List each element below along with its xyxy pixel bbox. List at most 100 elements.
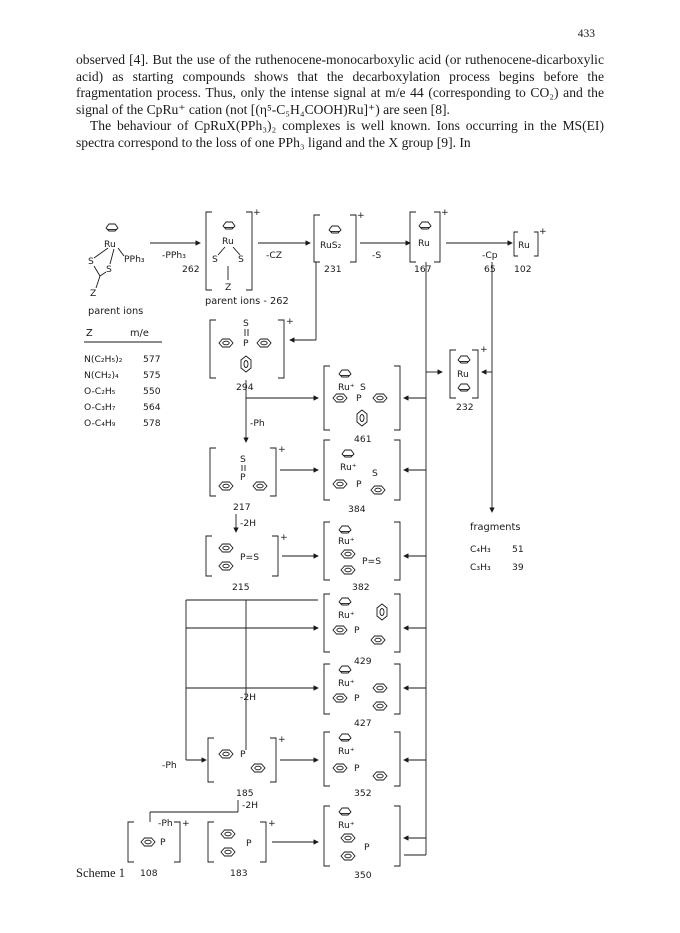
table-row-z: N(CH₂)₄ <box>84 370 119 381</box>
ion-262-z: Z <box>225 282 231 293</box>
ion-167-ru: Ru <box>418 238 430 249</box>
ion-215-ps: P=S <box>240 552 259 563</box>
ion-382-box: Ru⁺ P=S <box>323 521 401 581</box>
mass-102: 102 <box>514 264 532 275</box>
loss-s: -S <box>372 250 381 261</box>
mass-382: 382 <box>352 582 370 593</box>
ion-108-p: P <box>160 837 166 848</box>
ion-294-box: + S P <box>209 316 294 379</box>
ion-215-box: + P=S <box>205 532 288 577</box>
ion-384-s: S <box>372 468 378 479</box>
loss-ph-294: -Ph <box>250 418 265 429</box>
ion-350-ru: Ru⁺ <box>338 820 355 831</box>
ion-185-p: P <box>240 749 246 760</box>
ion-382-ru: Ru⁺ <box>338 536 355 547</box>
ion-183-box: + P <box>207 818 276 863</box>
table-row-z: O-C₃H₇ <box>84 402 116 413</box>
ion-217-p: P <box>240 472 246 483</box>
mass-183: 183 <box>230 868 248 879</box>
ion-461-box: Ru⁺ S P <box>323 365 401 431</box>
scheme-caption: Scheme 1 <box>76 866 125 880</box>
ion-102-ru: Ru <box>518 240 530 251</box>
charge-185: + <box>278 734 286 745</box>
mass-232: 232 <box>456 402 474 413</box>
ion-427-box: Ru⁺ P <box>323 663 401 715</box>
ion-461-s: S <box>360 382 366 393</box>
parent-ions-label: parent ions <box>88 306 143 317</box>
charge-167: + <box>441 207 449 218</box>
mass-352: 352 <box>354 788 372 799</box>
table-row-z: O-C₂H₅ <box>84 386 116 397</box>
ion-429-box: Ru⁺ P <box>323 593 401 653</box>
table-row-z: O-C₄H₉ <box>84 418 116 429</box>
mass-217: 217 <box>233 502 251 513</box>
ion-352-box: Ru⁺ P <box>323 731 401 787</box>
loss-cz: -CZ <box>266 250 282 261</box>
charge-102: + <box>539 226 547 237</box>
table-header-me: m/e <box>130 328 149 339</box>
ion-262-s2: S <box>238 254 244 265</box>
mass-185: 185 <box>236 788 254 799</box>
loss-cp: -Cp <box>482 250 498 261</box>
charge-294: + <box>286 316 294 327</box>
paragraph-2: The behaviour of CpRuX(PPh₃)₂ complexes … <box>76 118 604 150</box>
page-number: 433 <box>577 28 595 40</box>
mass-294: 294 <box>236 382 254 393</box>
ion-262-ru: Ru <box>222 236 234 247</box>
paragraph-1: observed [4]. But the use of the rutheno… <box>76 52 604 117</box>
fragments-title: fragments <box>470 522 520 533</box>
loss-2h-217: -2H <box>240 518 256 529</box>
table-row-z: N(C₂H₅)₂ <box>84 354 123 365</box>
ion-231-box: + RuS₂ <box>313 210 365 263</box>
mass-427: 427 <box>354 718 372 729</box>
ion-294-s: S <box>243 318 249 329</box>
ion-352-ru: Ru⁺ <box>338 746 355 757</box>
parent-ru-label: Ru <box>104 239 116 250</box>
table-row-me: 577 <box>143 354 161 365</box>
mass-429: 429 <box>354 656 372 667</box>
ion-102-box: + Ru <box>513 226 547 257</box>
ion-294-p: P <box>243 338 249 349</box>
table-row-me: 578 <box>143 418 161 429</box>
ion-167-box: + Ru <box>409 207 449 263</box>
ion-384-p: P <box>356 479 362 490</box>
ion-183-p: P <box>246 838 252 849</box>
mass-108: 108 <box>140 868 158 879</box>
ion-262-box: + Ru S S Z <box>205 207 261 293</box>
ion-350-box: Ru⁺ P <box>323 805 401 867</box>
loss-2h-429: -2H <box>240 692 256 703</box>
mass-231: 231 <box>324 264 342 275</box>
mass-461: 461 <box>354 434 372 445</box>
ion-232-ru: Ru <box>457 369 469 380</box>
ion-108-box: + P <box>127 818 190 863</box>
mass-384: 384 <box>348 504 366 515</box>
ion-185-box: + P <box>207 734 286 783</box>
table-row-me: 564 <box>143 402 161 413</box>
table-row-me: 550 <box>143 386 161 397</box>
substituent-table: Z m/e N(C₂H₅)₂ 577 N(CH₂)₄ 575 O-C₂H₅ 55… <box>84 328 162 429</box>
ion-384-ru: Ru⁺ <box>340 462 357 473</box>
fragment-formula: C₃H₃ <box>470 562 491 573</box>
fragment-formula: C₄H₃ <box>470 544 491 555</box>
table-header-z: Z <box>86 328 93 339</box>
parent-z-label: Z <box>90 288 96 299</box>
fragment-me: 39 <box>512 562 524 573</box>
mass-215: 215 <box>232 582 250 593</box>
ion-352-p: P <box>354 763 360 774</box>
ion-384-box: Ru⁺ P S <box>323 439 401 501</box>
loss-2h-185: -2H <box>242 800 258 811</box>
charge-183: + <box>268 818 276 829</box>
parent-s1-label: S <box>88 256 94 267</box>
mass-65: 65 <box>484 264 496 275</box>
ion-217-s: S <box>240 454 246 465</box>
charge-217: + <box>278 444 286 455</box>
loss-pph3: -PPh₃ <box>162 250 186 261</box>
ion-429-p: P <box>354 625 360 636</box>
mass-262: 262 <box>182 264 200 275</box>
ion-382-ps: P=S <box>362 556 381 567</box>
ion-461-p: P <box>356 393 362 404</box>
parent-s2-label: S <box>106 264 112 275</box>
loss-ph-185: -Ph <box>162 760 177 771</box>
mass-167: 167 <box>414 264 432 275</box>
charge-215: + <box>280 532 288 543</box>
